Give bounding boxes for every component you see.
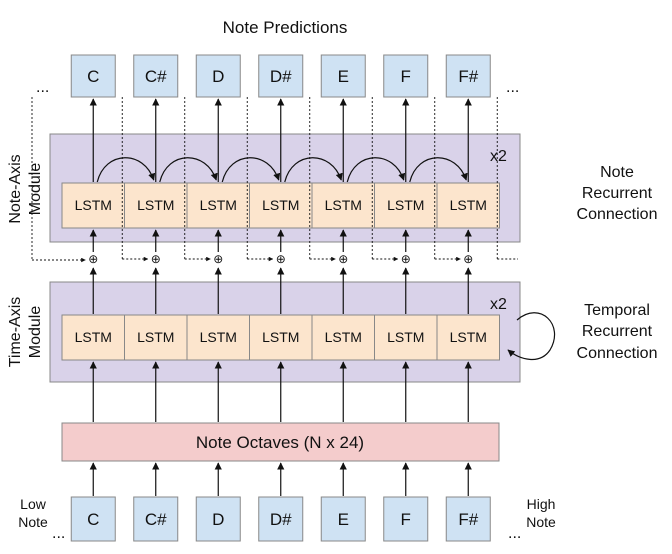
note-octaves-label: Note Octaves (N x 24) (196, 433, 364, 452)
bottom-left-ellipsis: ... (52, 525, 65, 542)
combine-symbol: ⊕ (213, 252, 223, 266)
prediction-box (258, 54, 304, 98)
low-note-label-2: Note (18, 514, 48, 530)
time-axis-lstm-label: LSTM (200, 329, 237, 345)
note-recurrent-label-2: Recurrent (582, 185, 653, 202)
note-axis-lstm-cell (186, 182, 250, 229)
time-axis-lstm-cell (374, 314, 438, 361)
time-axis-lstm-label: LSTM (387, 329, 424, 345)
temporal-recurrent-label-2: Recurrent (582, 323, 653, 340)
temporal-recurrent-label-1: Temporal (584, 302, 650, 319)
input-note-box (320, 496, 366, 542)
note-recurrent-arrow (284, 157, 343, 183)
note-axis-lstm-label: LSTM (75, 197, 112, 213)
combine-symbol: ⊕ (276, 252, 286, 266)
input-note-label: C (87, 510, 99, 529)
prediction-label: C# (145, 67, 167, 86)
temporal-recurrent-loop (507, 312, 556, 360)
prediction-label: F# (458, 67, 478, 86)
note-axis-label-line2: Module (27, 163, 44, 216)
time-axis-lstm-cell (186, 314, 250, 361)
time-axis-multiplier: x2 (490, 296, 507, 313)
note-recurrent-label-1: Note (600, 164, 634, 181)
prediction-box (383, 54, 429, 98)
time-axis-lstm-label: LSTM (262, 329, 299, 345)
combine-symbol: ⊕ (151, 252, 161, 266)
temporal-recurrent-label-3: Connection (577, 345, 658, 362)
note-axis-lstm-cell (374, 182, 438, 229)
time-axis-label-line1: Time-Axis (7, 297, 24, 368)
time-axis-lstm-cell (249, 314, 313, 361)
note-axis-lstm-label: LSTM (450, 197, 487, 213)
time-axis-lstm-label: LSTM (325, 329, 362, 345)
note-axis-lstm-label: LSTM (137, 197, 174, 213)
combine-symbol: ⊕ (338, 252, 348, 266)
input-note-box (445, 496, 491, 542)
low-note-label-1: Low (20, 496, 47, 512)
time-axis-lstm-cell (436, 314, 500, 361)
note-axis-lstm-cell (61, 182, 125, 229)
combine-symbol: ⊕ (88, 252, 98, 266)
note-recurrent-arrow (96, 157, 156, 183)
prediction-box (445, 54, 491, 98)
note-recurrent-arrow (409, 157, 468, 183)
prediction-box (70, 54, 116, 98)
input-note-label: D (212, 510, 224, 529)
input-note-box (383, 496, 429, 542)
high-note-label-2: Note (526, 514, 556, 530)
prediction-label: F (401, 67, 411, 86)
note-recurrent-arrow (221, 157, 281, 183)
note-axis-lstm-label: LSTM (262, 197, 299, 213)
input-note-label: F# (458, 510, 478, 529)
top-left-ellipsis: ... (36, 79, 49, 96)
note-axis-lstm-label: LSTM (200, 197, 237, 213)
time-axis-label-line2: Module (27, 306, 44, 359)
time-axis-lstm-cell (124, 314, 188, 361)
top-right-ellipsis: ... (506, 79, 519, 96)
time-axis-lstm-cell (311, 314, 375, 361)
note-axis-lstm-cell (124, 182, 188, 229)
prediction-label: E (338, 67, 349, 86)
high-note-label-1: High (527, 496, 556, 512)
input-note-box (195, 496, 241, 542)
note-axis-lstm-label: LSTM (387, 197, 424, 213)
combine-symbol: ⊕ (401, 252, 411, 266)
prediction-box (320, 54, 366, 98)
diagram-title: Note Predictions (223, 18, 348, 37)
time-axis-lstm-label: LSTM (137, 329, 174, 345)
note-axis-lstm-label: LSTM (325, 197, 362, 213)
combine-symbol: ⊕ (463, 252, 473, 266)
prediction-label: D (212, 67, 224, 86)
time-axis-lstm-label: LSTM (75, 329, 112, 345)
input-note-box (258, 496, 304, 542)
input-note-box (133, 496, 179, 542)
input-note-box (70, 496, 116, 542)
note-axis-lstm-cell (436, 182, 500, 229)
note-recurrent-arrow (346, 157, 406, 183)
note-axis-label-line1: Note-Axis (7, 154, 24, 223)
input-note-label: F (401, 510, 411, 529)
bottom-right-ellipsis: ... (508, 525, 521, 542)
note-axis-lstm-cell (311, 182, 375, 229)
note-recurrent-arrow (159, 157, 218, 183)
note-axis-multiplier: x2 (490, 148, 507, 165)
prediction-label: C (87, 67, 99, 86)
input-note-label: D# (270, 510, 292, 529)
time-axis-lstm-label: LSTM (450, 329, 487, 345)
note-recurrent-label-3: Connection (577, 206, 658, 223)
note-octaves-box (61, 422, 500, 462)
input-note-label: C# (145, 510, 167, 529)
input-note-label: E (338, 510, 349, 529)
note-axis-lstm-cell (249, 182, 313, 229)
prediction-label: D# (270, 67, 292, 86)
prediction-box (195, 54, 241, 98)
prediction-box (133, 54, 179, 98)
